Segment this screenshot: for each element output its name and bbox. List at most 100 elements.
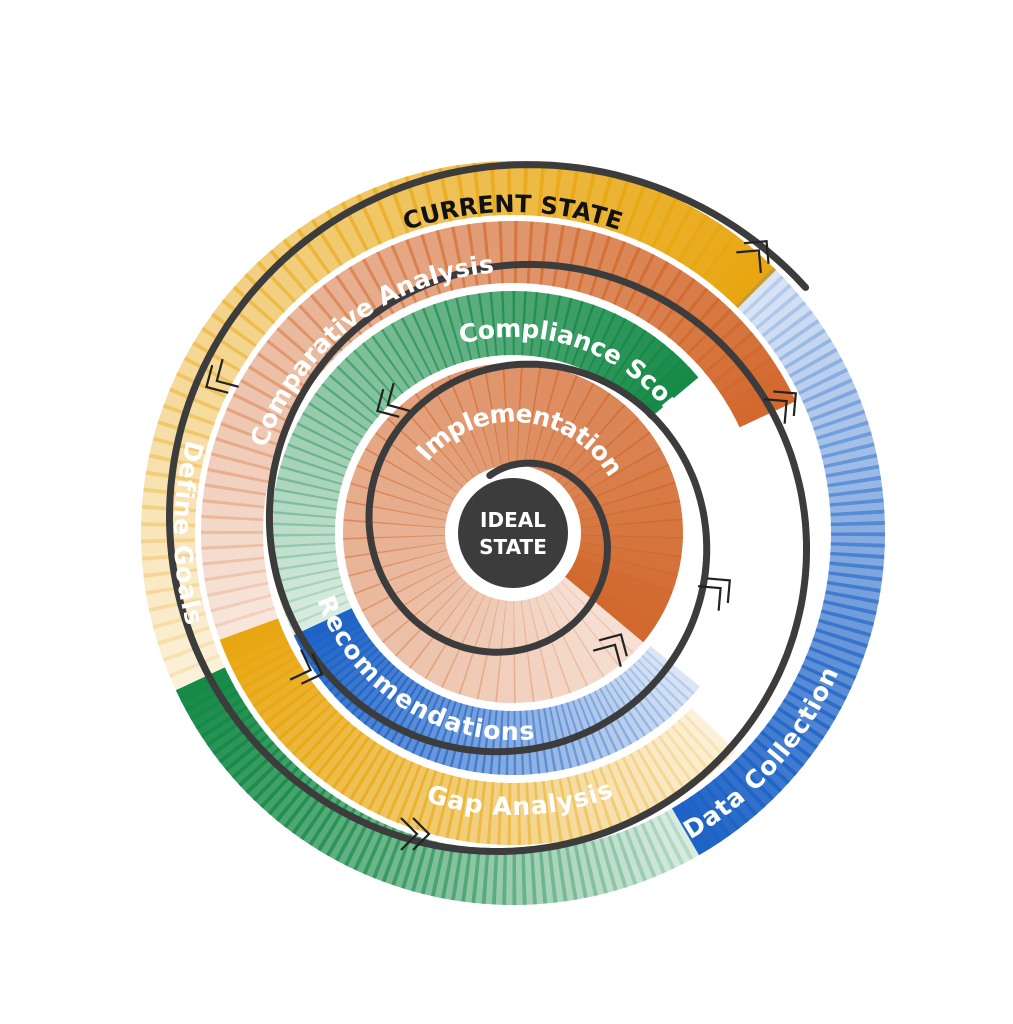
compliance-scorecard-wedge (636, 358, 691, 413)
recommendations-wedge (313, 634, 372, 679)
data-collection-wedge (733, 752, 783, 801)
comparative-analysis-wedge (612, 247, 656, 311)
compliance-scorecard-wedge (277, 465, 343, 494)
implementation-wedge (577, 481, 681, 521)
current-state-wedge (201, 312, 257, 360)
define-goals-wedge (451, 846, 473, 902)
gap-analysis-wedge (323, 731, 370, 789)
implementation-wedge (465, 365, 502, 468)
define-goals-wedge (664, 806, 703, 861)
comparative-analysis-wedge (215, 422, 280, 459)
define-goals-wedge (391, 833, 421, 889)
data-collection-wedge (788, 347, 843, 387)
comparative-analysis-wedge (322, 274, 373, 336)
compliance-scorecard-wedge (411, 307, 448, 372)
data-collection-wedge (783, 338, 838, 378)
data-collection-wedge (787, 681, 842, 721)
implementation-wedge (571, 447, 670, 507)
current-state-wedge (581, 169, 614, 227)
compliance-scorecard-wedge (353, 342, 404, 400)
compliance-scorecard-wedge (279, 454, 345, 485)
implementation-wedge (557, 404, 639, 488)
chevron-stroke (289, 649, 313, 681)
current-state-wedge (157, 625, 215, 662)
define-goals-wedge (640, 819, 676, 874)
compliance-scorecard-wedge (616, 336, 666, 395)
comparative-analysis-band (201, 220, 796, 643)
implementation-wedge (573, 555, 674, 609)
chevron-icon (376, 382, 410, 418)
compliance-scorecard-wedge (623, 343, 675, 401)
comparative-analysis-wedge (210, 437, 276, 471)
compliance-scorecard-wedge (296, 412, 359, 454)
gap-analysis-wedge (223, 626, 286, 663)
implementation-wedge (573, 556, 673, 612)
compliance-scorecard-wedge (594, 318, 637, 381)
data-collection-wedge (820, 599, 877, 627)
compliance-scorecard-wedge (421, 303, 456, 369)
gap-analysis-wedge (566, 774, 594, 838)
comparative-analysis-wedge (206, 581, 272, 613)
gap-analysis-wedge (525, 781, 543, 845)
gap-analysis-wedge (349, 745, 392, 806)
data-collection-band (672, 267, 885, 856)
implementation-wedge (528, 596, 571, 699)
data-collection-wedge (825, 464, 882, 488)
gap-analysis-wedge (258, 677, 316, 725)
data-collection-wedge (802, 378, 858, 413)
current-state-wedge (143, 568, 200, 596)
chevrons (205, 240, 797, 851)
comparative-analysis-wedge (552, 224, 581, 289)
comparative-analysis-wedge (624, 253, 669, 317)
gap-analysis-wedge (582, 769, 614, 833)
recommendations-wedge (305, 624, 365, 666)
current-state-wedge (637, 190, 679, 248)
chevron-stroke (707, 577, 731, 604)
comparative-analysis-wedge (564, 227, 596, 292)
gap-analysis-wedge (636, 744, 680, 805)
define-goals-wedge (195, 698, 248, 739)
compliance-scorecard-wedge (390, 317, 433, 380)
comparative-analysis-wedge (226, 392, 290, 435)
gap-analysis-wedge (558, 776, 584, 840)
recommendations-wedge (537, 708, 557, 773)
compliance-scorecard-wedge (443, 297, 473, 363)
implementation-wedge (394, 581, 473, 669)
define-goals-wedge (175, 667, 231, 703)
center-circle (458, 478, 568, 588)
gap-analysis-wedge (657, 730, 705, 788)
compliance-scorecard-wedge (371, 328, 418, 389)
chevron-stroke (412, 817, 431, 851)
gap-analysis-wedge (307, 720, 357, 777)
implementation-wedge (575, 464, 676, 514)
chevron-stroke (400, 817, 419, 851)
implementation-wedge (409, 586, 479, 680)
compliance-scorecard-wedge (477, 291, 498, 357)
comparative-analysis-wedge (248, 352, 310, 401)
current-state-wedge (664, 205, 709, 263)
gap-analysis-wedge (683, 707, 736, 761)
gap-analysis-wedge (299, 715, 351, 770)
chevron-icon (205, 358, 239, 394)
compliance-scorecard-wedge (587, 313, 627, 376)
data-collection-wedge (827, 475, 883, 498)
current-state-wedge (162, 640, 221, 678)
gap-analysis-wedge (590, 766, 624, 830)
data-collection-wedge (740, 745, 790, 793)
define-goals-wedge (185, 683, 239, 721)
gap-analysis-wedge (264, 684, 321, 733)
compliance-scorecard-wedge (579, 308, 617, 373)
define-goals-wedge (212, 720, 264, 764)
define-goals-wedge (461, 847, 481, 904)
data-collection-wedge (830, 532, 885, 548)
compliance-scorecard-wedge (602, 323, 647, 385)
implementation-wedge (570, 562, 667, 625)
data-collection-wedge (712, 772, 758, 824)
define-goals-wedge (547, 847, 568, 903)
implementation-wedge (353, 556, 453, 612)
recommendations-wedge (473, 708, 492, 774)
gap-analysis-wedge (292, 709, 344, 763)
data-collection-wedge (726, 759, 775, 809)
comparative-analysis-wedge (204, 467, 269, 496)
